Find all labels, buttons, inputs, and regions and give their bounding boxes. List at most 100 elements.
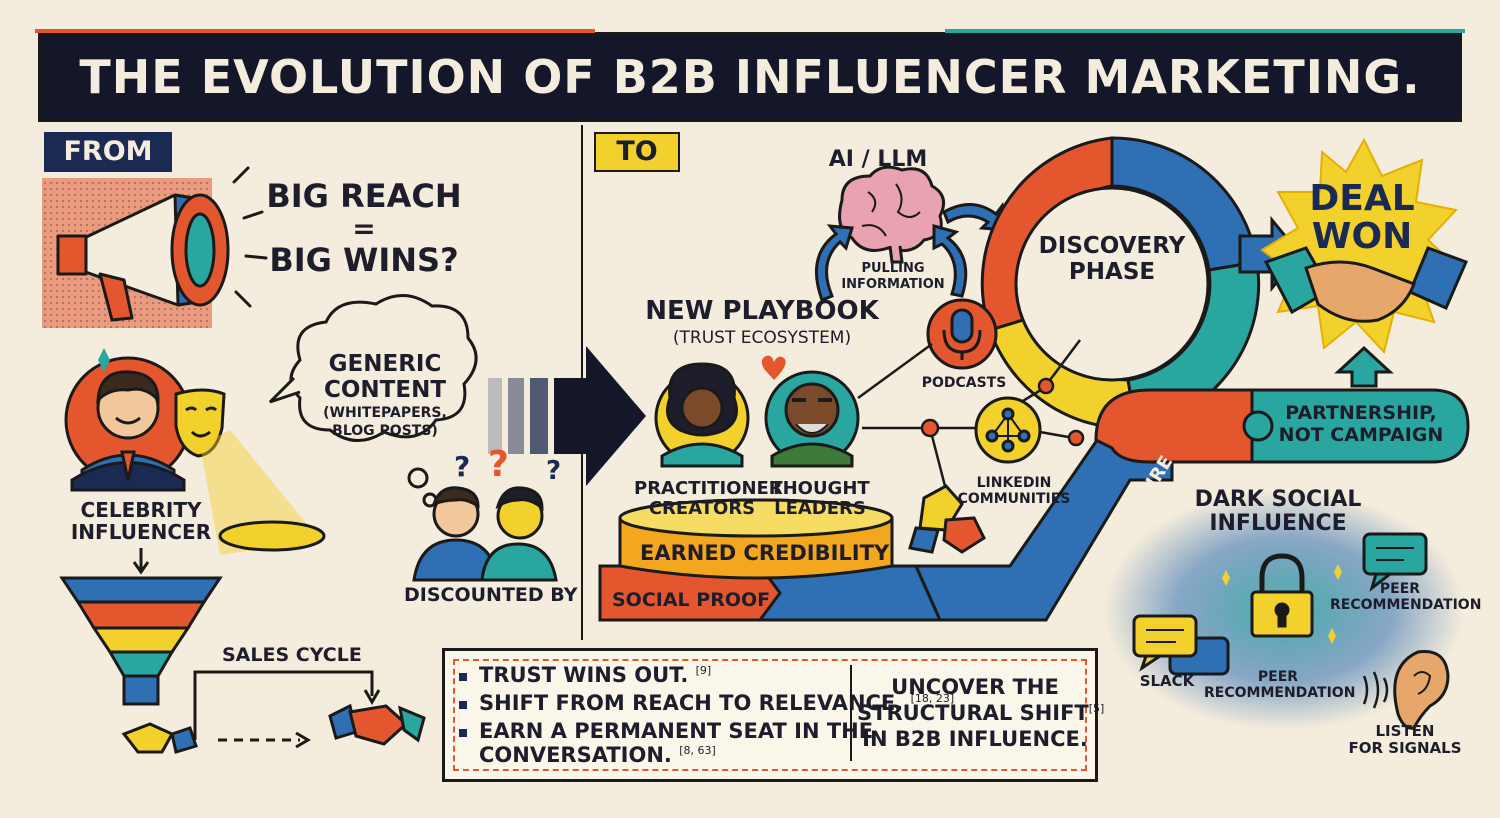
heart-icon: [761, 355, 786, 380]
bullet-icon: [459, 729, 467, 737]
bullet-text: TRUST WINS OUT.: [479, 663, 689, 687]
ai-llm-label: AI / LLM: [828, 147, 928, 172]
summary-box: TRUST WINS OUT. [9] SHIFT FROM REACH TO …: [442, 648, 1104, 782]
dark-social-line1: DARK SOCIAL: [1194, 487, 1362, 512]
sales-cycle-arrow: [193, 670, 381, 749]
discovery-line2: PHASE: [1068, 259, 1156, 285]
lock-icon: [1250, 553, 1314, 638]
discovery-line1: DISCOVERY: [1038, 233, 1186, 259]
bullet-icon: [459, 673, 467, 681]
bullet-text: SHIFT FROM REACH TO RELEVANCE.: [479, 691, 904, 715]
brain-icon: [838, 165, 946, 264]
uncover-text: STRUCTURAL SHIFT: [857, 701, 1089, 725]
bullet-shift: SHIFT FROM REACH TO RELEVANCE. [18, 23]: [479, 691, 954, 715]
sales-funnel-icon: [59, 576, 223, 706]
social-proof-label: SOCIAL PROOF: [612, 589, 771, 611]
partnership-line2: NOT CAMPAIGN: [1278, 424, 1444, 446]
handshake-icon: [1263, 246, 1469, 323]
question-mark-3: ?: [546, 456, 562, 486]
arrow-down-icon: [132, 548, 150, 575]
celebrity-line1: CELEBRITY: [80, 498, 202, 522]
uncover-line2: STRUCTURAL SHIFT[5]: [857, 701, 1104, 725]
linkedin-line2: COMMUNITIES: [957, 491, 1071, 507]
linkedin-communities-icon: [974, 396, 1042, 464]
deal-won-line1: DEAL: [1309, 178, 1415, 219]
bullet-ref: [9]: [695, 664, 712, 677]
spotlight-pool: [218, 520, 326, 552]
peer-rec-right-line1: PEER: [1379, 581, 1421, 597]
sparkles: [1222, 564, 1342, 644]
earned-credibility-label: EARNED CREDIBILITY: [640, 541, 890, 565]
sound-waves-icon: [1362, 671, 1389, 709]
practitioner-line1: PRACTITIONER: [634, 478, 783, 499]
podcast-mic-icon: [926, 298, 998, 370]
peer-rec-bottom-line1: PEER: [1257, 669, 1299, 685]
bullet-conversation: CONVERSATION. [8, 63]: [479, 743, 716, 767]
pulling-info-line1: PULLING: [861, 261, 925, 276]
sparkle-icon: [98, 348, 110, 372]
main-title: THE EVOLUTION OF B2B INFLUENCER MARKETIN…: [79, 50, 1421, 104]
generic-content-line2: CONTENT: [323, 377, 447, 403]
bullet-text: CONVERSATION.: [479, 743, 672, 767]
discounted-by-label: DISCOUNTED BY: [404, 584, 578, 606]
thought-leader-avatar: [764, 370, 860, 468]
uncover-ref: [5]: [1088, 702, 1105, 715]
bullet-ref: [18, 23]: [910, 692, 955, 705]
new-playbook-label: NEW PLAYBOOK: [645, 296, 879, 326]
generic-content-line1: GENERIC: [328, 351, 442, 377]
bullet-icon: [459, 701, 467, 709]
credibility-podium: [598, 498, 943, 622]
dark-social-line2: INFLUENCE: [1209, 511, 1347, 536]
handshake-small-icon: [121, 722, 198, 754]
peer-rec-right-line2: RECOMMENDATION: [1330, 597, 1482, 613]
trust-ecosystem-label: (TRUST ECOSYSTEM): [672, 328, 852, 348]
linkedin-line1: LINKEDIN: [976, 475, 1052, 491]
arrow-up-icon: [1334, 345, 1394, 388]
question-mark-1: ?: [454, 450, 471, 483]
practitioner-avatar: [654, 362, 750, 468]
megaphone-icon: [56, 193, 230, 322]
equals-label: =: [352, 212, 376, 245]
question-mark-2: ?: [488, 444, 509, 485]
slack-label: SLACK: [1139, 672, 1195, 690]
infrastructure-path: [913, 388, 1470, 622]
pulling-arrows: [814, 201, 1006, 302]
practitioner-line2: CREATORS: [648, 498, 756, 519]
bullet-ref: [8, 63]: [679, 744, 716, 757]
ear-icon: [1393, 650, 1450, 730]
sound-lines-icon: [232, 166, 268, 308]
big-wins-label: BIG WINS?: [269, 241, 459, 279]
from-tag: FROM: [44, 132, 172, 172]
uncover-line3: IN B2B INFLUENCE.: [862, 727, 1088, 751]
generic-sub-line2: BLOG POSTS): [332, 423, 438, 439]
partnership-line1: PARTNERSHIP,: [1285, 402, 1437, 424]
listen-line2: FOR SIGNALS: [1348, 739, 1462, 757]
title-bar: THE EVOLUTION OF B2B INFLUENCER MARKETIN…: [35, 29, 1465, 122]
sales-cycle-label: SALES CYCLE: [222, 644, 362, 666]
handshake-deal-icon: [328, 703, 426, 746]
chat-bubble-icon: [1362, 532, 1428, 593]
celebrity-line2: INFLUENCER: [70, 520, 212, 544]
transition-arrow: [488, 346, 646, 486]
skeptical-people-icon: [412, 486, 558, 582]
thought-leaders-line1: THOUGHT: [770, 478, 870, 499]
bullet-earn-seat: EARN A PERMANENT SEAT IN THE: [479, 719, 874, 743]
bullet-trust-wins: TRUST WINS OUT. [9]: [479, 663, 711, 687]
summary-box-dashed-border: [453, 659, 1087, 771]
hand-icon: [908, 484, 986, 554]
podcasts-label: PODCASTS: [921, 375, 1007, 391]
theater-mask-icon: [174, 388, 226, 458]
network-nodes: [920, 377, 1085, 447]
thought-leaders-line2: LEADERS: [774, 498, 866, 519]
to-tag: TO: [594, 132, 680, 172]
pulling-info-line2: INFORMATION: [841, 277, 945, 292]
summary-divider: [850, 665, 852, 761]
deal-won-line2: WON: [1311, 216, 1413, 257]
listen-line1: LISTEN: [1375, 722, 1435, 740]
celebrity-influencer-avatar: [64, 356, 192, 492]
generic-sub-line1: (WHITEPAPERS,: [323, 405, 447, 421]
thought-cloud: [268, 294, 478, 508]
peer-rec-bottom-line2: RECOMMENDATION: [1204, 685, 1356, 701]
